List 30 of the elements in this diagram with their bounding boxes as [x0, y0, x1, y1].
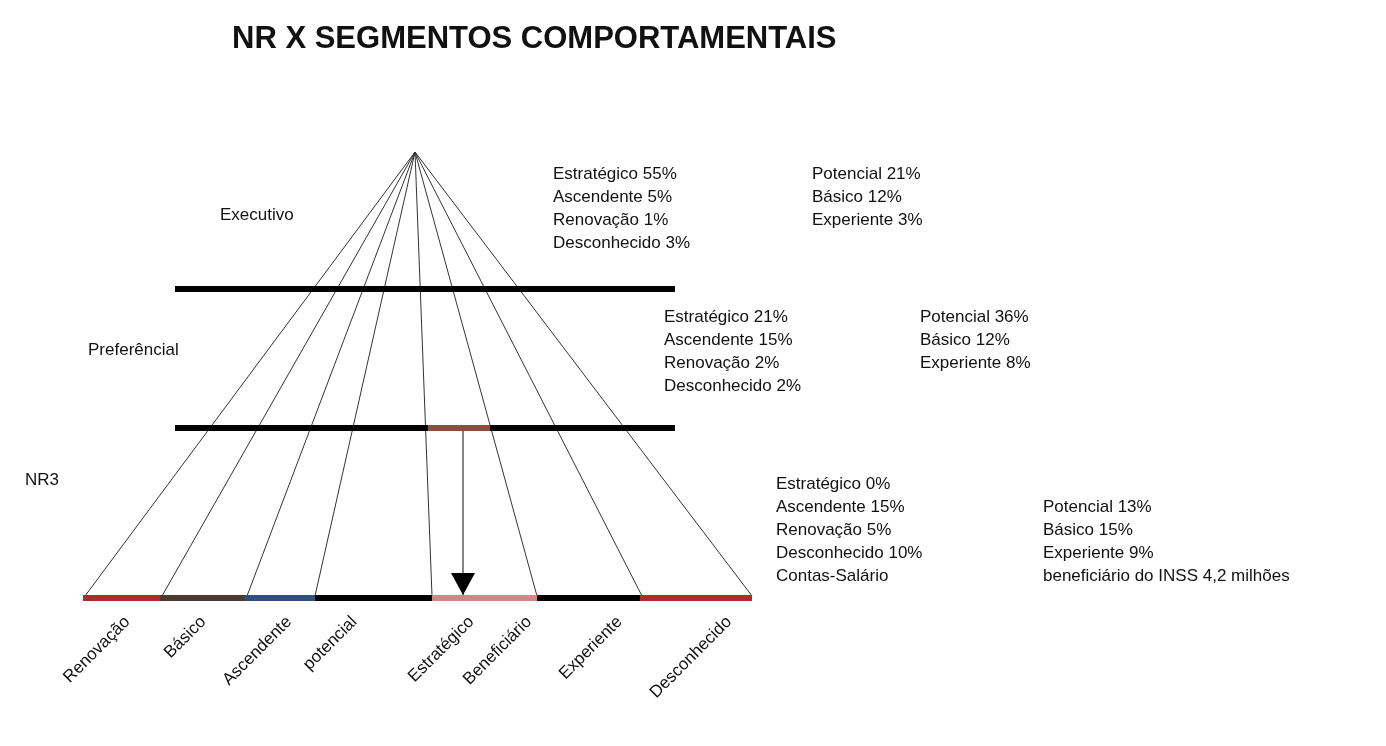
stat-text: Básico 12%: [920, 330, 1010, 350]
stat-text: Desconhecido 10%: [776, 543, 923, 563]
stat-text: Desconhecido 2%: [664, 376, 802, 396]
stat-text: Renovação 2%: [664, 353, 780, 373]
highlighted-bar-segment: [432, 595, 537, 601]
stat-text: Estratégico 55%: [553, 164, 677, 184]
stat-text: Contas-Salário: [776, 566, 889, 586]
stat-text: Básico 12%: [812, 187, 902, 207]
stat-text: Experiente 8%: [920, 353, 1031, 373]
stat-text: Ascendente 5%: [553, 187, 673, 207]
stat-text: Potencial 13%: [1043, 497, 1152, 517]
level-label: NR3: [25, 470, 59, 490]
stat-text: Ascendente 15%: [776, 497, 905, 517]
stat-text: Potencial 21%: [812, 164, 921, 184]
stat-text: Renovação 5%: [776, 520, 892, 540]
title: NR X SEGMENTOS COMPORTAMENTAIS: [232, 20, 837, 56]
stat-text: Experiente 3%: [812, 210, 923, 230]
stat-text: Experiente 9%: [1043, 543, 1154, 563]
stat-text: Ascendente 15%: [664, 330, 793, 350]
stat-text: Básico 15%: [1043, 520, 1133, 540]
stat-text: Estratégico 21%: [664, 307, 788, 327]
highlighted-bar-segment: [428, 425, 490, 431]
stat-text: Potencial 36%: [920, 307, 1029, 327]
level-label: Preferêncial: [88, 340, 179, 360]
stat-text: Renovação 1%: [553, 210, 669, 230]
stat-text: Estratégico 0%: [776, 474, 891, 494]
stat-text: Desconhecido 3%: [553, 233, 691, 253]
stat-text: beneficiário do INSS 4,2 milhões: [1043, 566, 1290, 586]
level-label: Executivo: [220, 205, 294, 225]
arrow: [451, 430, 475, 596]
